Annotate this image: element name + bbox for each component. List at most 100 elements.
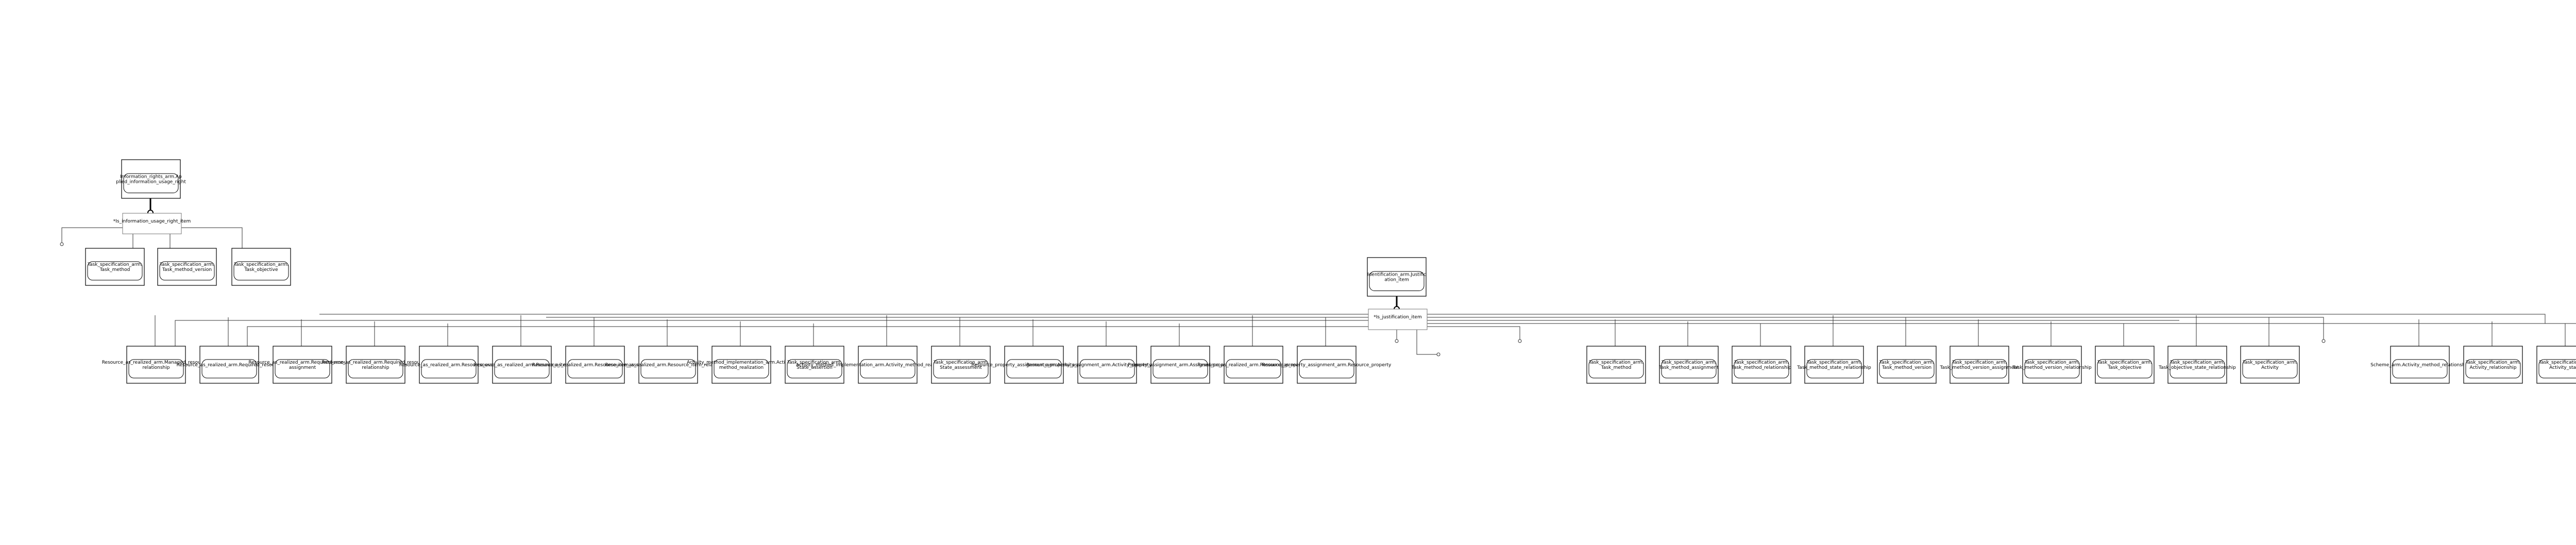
is-information-usage-right-item-select[interactable]: *Is_information_usage_right_item [113,213,191,234]
group2-child-2[interactable]: Resource_as_realized_arm.Required_resour… [177,346,282,384]
group2-child-6[interactable]: Resource_as_realized_arm.Resource_item [473,346,570,384]
group2-child-21[interactable]: Task_specification_arm.Task_method_state… [1797,346,1871,384]
group2-child-10[interactable]: Task_specification_arm.State_assertion [785,346,844,384]
select-label: *Is_information_usage_right_item [113,219,191,224]
group2-child-27[interactable]: Task_specification_arm.Activity [2240,346,2300,384]
entity-label: Activity_status [2549,365,2576,370]
entity-label: Task_method_version_assignment [1940,365,2019,370]
entity-inner-shape [1588,359,1644,379]
group2-child-18[interactable]: Task_specification_arm.Task_method [1586,346,1646,384]
group2-child-14[interactable]: Resource_property_assignment_arm.Activit… [1026,346,1188,384]
entity-label: Resource_as_realized_arm.Required_resour… [177,363,282,368]
entity-label: Task_method [1601,365,1632,370]
connector-line [1427,314,2546,323]
entity-label: Task_specification_arm. [233,262,289,267]
entity-inner-shape [201,359,257,379]
entity-inner-shape [233,261,289,281]
entity-inner-shape [1369,271,1425,291]
information-usage-right-entity[interactable]: Information_rights_arm.Applied_informati… [116,159,186,199]
group2-child-8[interactable]: Resource_as_realized_arm.Resource_item_r… [605,346,732,384]
connector-end-circle [60,242,64,246]
entity-label: Resource_property_assignment_arm.Activit… [971,363,1097,368]
entity-inner-shape [787,359,842,379]
entity-label: Activity_method_implementation_arm.Activ… [687,360,796,365]
entity-label: Task_method_version_relationship [2012,365,2092,370]
group1-child-2[interactable]: Task_specification_arm.Task_method_versi… [157,248,217,286]
group2-child-5[interactable]: Resource_as_realized_arm.Resource_event [399,346,499,384]
group2-child-26[interactable]: Task_specification_arm.Task_objective_st… [2158,346,2236,384]
entity-inner-shape [1299,359,1354,379]
entity-label: Resource_as_realized_arm.Required_resour… [321,360,430,365]
connector-end-circle [1436,352,1440,356]
group1-child-3[interactable]: Task_specification_arm.Task_objective [231,248,291,286]
entity-label: Task_method_version [1882,365,1931,370]
entity-label: Task_specification_arm. [787,360,842,365]
group2-child-4[interactable]: Resource_as_realized_arm.Required_resour… [321,346,430,384]
entity-inner-shape [421,359,477,379]
group2-child-9[interactable]: Activity_method_implementation_arm.Activ… [687,346,796,384]
entity-inner-shape [1226,359,1281,379]
entity-label: Task_method_relationship [1731,365,1791,370]
entity-inner-shape [2170,359,2225,379]
entity-inner-shape [640,359,696,379]
group2-child-3[interactable]: Resource_as_realized_arm.Required_resour… [248,346,357,384]
entity-inner-shape [1079,359,1135,379]
group2-child-24[interactable]: Task_specification_arm.Task_method_versi… [2012,346,2092,384]
entity-label: Resource_as_realized_arm.Resource_event [399,363,499,368]
entity-inner-shape [714,359,769,379]
entity-label: Task_method_assignment [1658,365,1719,370]
entity-label: method_realization [719,365,764,370]
entity-label: Task_specification_arm. [159,262,214,267]
group2-child-15[interactable]: Property_assignment_arm.Assigned_propert… [1128,346,1233,384]
group2-child-30[interactable]: Task_specification_arm.Activity_status [2536,346,2576,384]
group2-child-1[interactable]: Resource_as_realized_arm.Managed_resourc… [102,346,211,384]
connector-end-circle [2321,339,2326,343]
connector-line [1427,317,2324,340]
group2-child-13[interactable]: Resource_property_assignment_arm.Activit… [971,346,1097,384]
entity-label: ation_item [1384,278,1409,283]
group2-child-20[interactable]: Task_specification_arm.Task_method_relat… [1731,346,1791,384]
entity-label: Task_specification_arm. [87,262,142,267]
group2-child-23[interactable]: Task_specification_arm.Task_method_versi… [1940,346,2019,384]
entity-label: Task_specification_arm. [2024,360,2079,365]
group2-child-7[interactable]: Resource_as_realized_arm.Resource_item_a… [532,346,658,384]
entity-label: Task_method_state_relationship [1797,365,1871,370]
entity-label: Task_specification_arm. [1879,360,1934,365]
entity-label: Task_objective [244,267,278,272]
group2-child-22[interactable]: Task_specification_arm.Task_method_versi… [1877,346,1937,384]
group1-child-1[interactable]: Task_specification_arm.Task_method [85,248,145,286]
entity-label: Identification_arm.Justific [1367,272,1426,278]
entity-label: Task_specification_arm. [933,360,988,365]
entity-label: Activity_method_implementation_arm.Activ… [796,363,979,368]
entity-label: Task_specification_arm. [1734,360,1789,365]
group2-child-29[interactable]: Task_specification_arm.Activity_relation… [2463,346,2523,384]
entity-inner-shape [2465,359,2521,379]
entity-label: State_assessment [940,365,982,370]
entity-inner-shape [87,261,143,281]
group2-child-28[interactable]: Scheme_arm.Activity_method_relationship [2370,346,2469,384]
entity-inner-shape [128,359,184,379]
group2-child-19[interactable]: Task_specification_arm.Task_method_assig… [1658,346,1719,384]
connector-line [61,227,123,243]
group2-child-25[interactable]: Task_specification_arm.Task_objective [2095,346,2155,384]
is-justification-item-select[interactable]: *Is_justification_item [1368,309,1428,330]
entity-inner-shape [2097,359,2153,379]
entity-inner-shape [2392,359,2448,379]
connector-line [1427,323,2576,324]
entity-inner-shape [860,359,916,379]
group2-child-11[interactable]: Activity_method_implementation_arm.Activ… [796,346,979,384]
entity-inner-shape [1952,359,2007,379]
group2-child-16[interactable]: Resource_as_realized_arm.Resource_as_rea… [1197,346,1310,384]
entity-label: Task_specification_arm. [1952,360,2007,365]
group2-child-12[interactable]: Task_specification_arm.State_assessment [931,346,991,384]
entity-inner-shape [275,359,330,379]
entity-inner-shape [1734,359,1789,379]
entity-label: Resource_property_assignment_arm.Resourc… [1262,363,1392,368]
entity-label: Resource_as_realized_arm.Resource_as_rea… [1197,363,1309,368]
group2-child-17[interactable]: Resource_property_assignment_arm.Resourc… [1262,346,1392,384]
entity-inner-shape [2242,359,2298,379]
connector-end-circle [1395,339,1399,343]
entity-label: State_assertion [796,365,833,370]
connector-line [181,227,243,248]
